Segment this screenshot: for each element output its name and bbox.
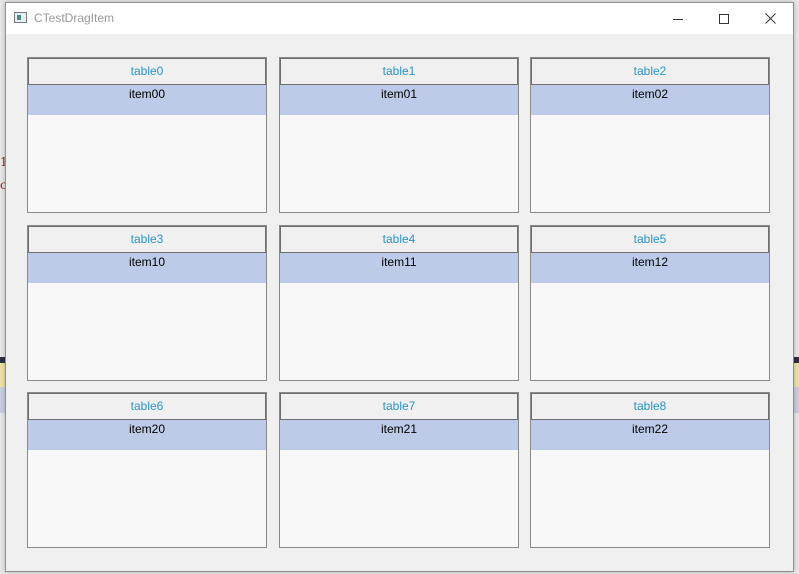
maximize-button[interactable]: [701, 3, 747, 34]
table-header[interactable]: table3: [28, 226, 266, 253]
close-button[interactable]: [747, 3, 793, 34]
title-bar[interactable]: CTestDragItem: [6, 3, 793, 34]
background-text: 1: [0, 155, 8, 169]
table-item[interactable]: item01: [280, 85, 518, 115]
table-header[interactable]: table6: [28, 393, 266, 420]
close-icon: [764, 13, 776, 24]
table-widget: table1 item01: [279, 57, 519, 213]
table-item[interactable]: item10: [28, 253, 266, 283]
table-widget: table2 item02: [530, 57, 770, 213]
table-item[interactable]: item00: [28, 85, 266, 115]
table-widget: table4 item11: [279, 225, 519, 381]
table-item[interactable]: item21: [280, 420, 518, 450]
background-text: c: [0, 178, 7, 192]
table-item[interactable]: item22: [531, 420, 769, 450]
maximize-icon: [719, 13, 729, 24]
table-widget: table8 item22: [530, 392, 770, 548]
minimize-icon: [673, 18, 683, 20]
table-header[interactable]: table8: [531, 393, 769, 420]
table-widget: table6 item20: [27, 392, 267, 548]
table-widget: table3 item10: [27, 225, 267, 381]
table-item[interactable]: item20: [28, 420, 266, 450]
table-header[interactable]: table0: [28, 58, 266, 85]
table-widget: table5 item12: [530, 225, 770, 381]
table-header[interactable]: table7: [280, 393, 518, 420]
table-widget: table7 item21: [279, 392, 519, 548]
window-title: CTestDragItem: [34, 11, 115, 25]
table-widget: table0 item00: [27, 57, 267, 213]
table-header[interactable]: table4: [280, 226, 518, 253]
table-item[interactable]: item02: [531, 85, 769, 115]
client-area: table0 item00 table1 item01 table2 item0…: [6, 34, 793, 571]
table-header[interactable]: table2: [531, 58, 769, 85]
table-header[interactable]: table1: [280, 58, 518, 85]
minimize-button[interactable]: [655, 3, 701, 34]
app-window: CTestDragItem table0 item00 table1 item0: [5, 2, 794, 572]
table-item[interactable]: item11: [280, 253, 518, 283]
app-icon: [14, 12, 27, 23]
table-item[interactable]: item12: [531, 253, 769, 283]
table-header[interactable]: table5: [531, 226, 769, 253]
